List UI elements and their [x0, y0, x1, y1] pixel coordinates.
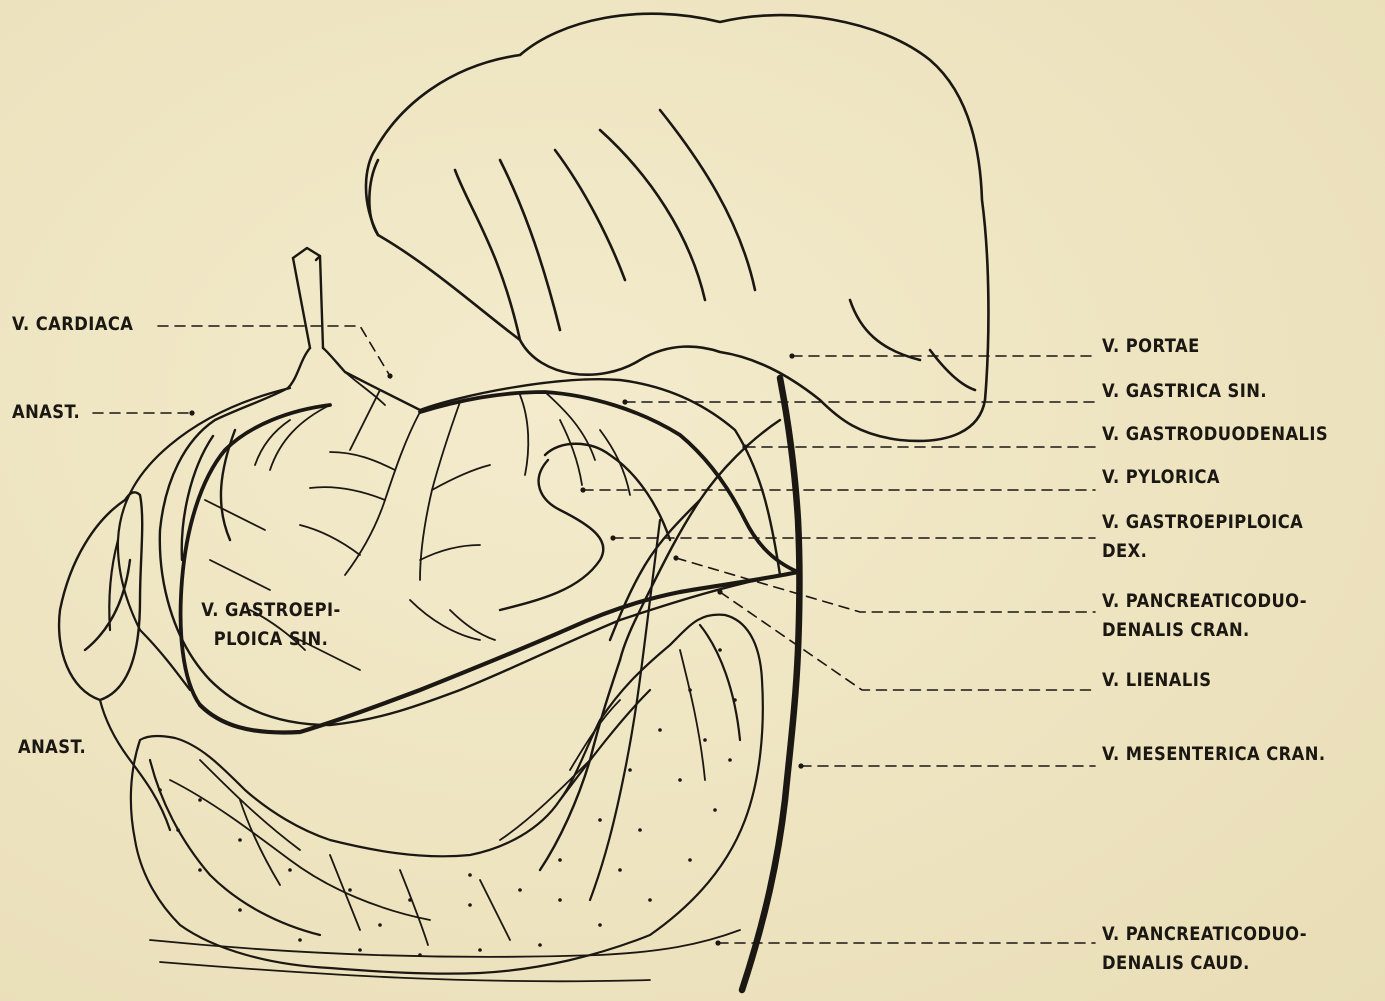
label-v-pancreaticoduodenalis-cran: V. PANCREATICODUO- DENALIS CRAN. [1102, 587, 1307, 645]
gastroepiploica-sin-vein [181, 392, 798, 705]
pancreatic-branches [150, 650, 740, 981]
label-line: V. PANCREATICODUO- [1102, 920, 1307, 949]
label-v-gastrica-sin: V. GASTRICA SIN. [1102, 377, 1267, 406]
oesophagus [293, 248, 323, 348]
liver-outline [366, 14, 988, 441]
label-line: DENALIS CRAN. [1102, 616, 1307, 645]
label-line: PLOICA SIN. [189, 625, 352, 654]
label-v-gastroduodenalis: V. GASTRODUODENALIS [1102, 420, 1328, 449]
label-v-gastroepiploica-sin: V. GASTROEPI- PLOICA SIN. [189, 596, 352, 654]
label-line: V. PANCREATICODUO- [1102, 587, 1307, 616]
portal-mesenteric-trunk [742, 378, 800, 990]
label-v-gastroepiploica-dex: V. GASTROEPIPLOICA DEX. [1102, 508, 1303, 566]
label-line: DEX. [1102, 537, 1303, 566]
label-line: DENALIS CAUD. [1102, 949, 1307, 978]
label-v-pancreaticoduodenalis-caud: V. PANCREATICODUO- DENALIS CAUD. [1102, 920, 1307, 978]
label-anast-upper: ANAST. [12, 398, 80, 427]
pancreaticoduodenalis-cran-vein [590, 520, 660, 900]
pancreas [131, 615, 763, 974]
label-line: V. GASTROEPI- [189, 596, 352, 625]
label-v-lienalis: V. LIENALIS [1102, 666, 1211, 695]
label-line: V. GASTROEPIPLOICA [1102, 508, 1303, 537]
label-v-cardiaca: V. CARDIACA [12, 310, 133, 339]
label-anast-lower: ANAST. [18, 733, 86, 762]
label-v-portae: V. PORTAE [1102, 332, 1200, 361]
label-v-mesenterica-cran: V. MESENTERICA CRAN. [1102, 740, 1325, 769]
spleen [59, 492, 142, 700]
label-v-pylorica: V. PYLORICA [1102, 463, 1220, 492]
